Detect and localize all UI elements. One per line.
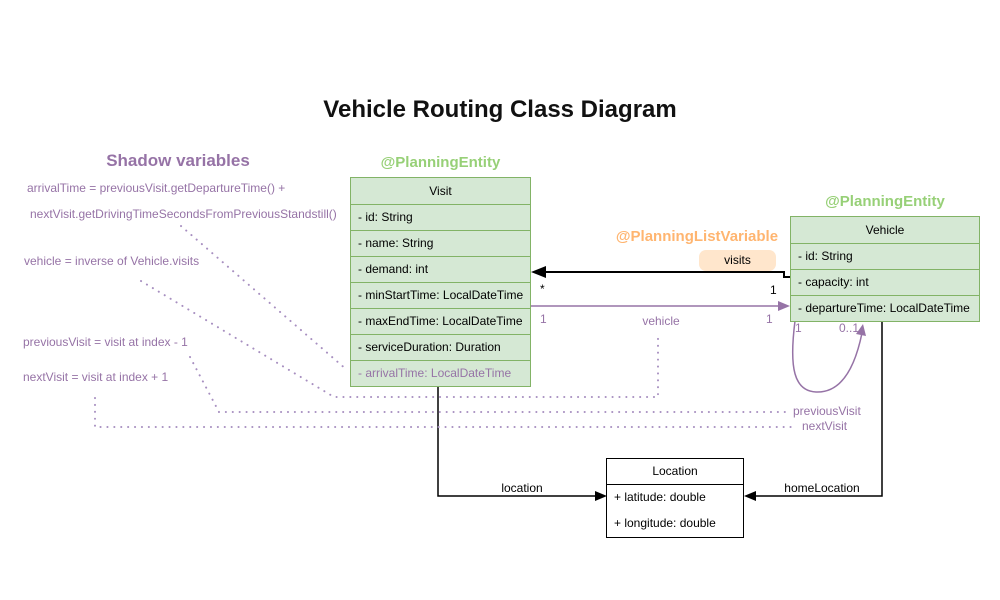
visit-attribute-demand: - demand: int bbox=[351, 256, 530, 282]
vehicle-multiplicity-left: 1 bbox=[540, 312, 547, 326]
vehicle-attribute-departure-time: - departureTime: LocalDateTime bbox=[791, 295, 979, 321]
page-title: Vehicle Routing Class Diagram bbox=[323, 96, 677, 123]
visit-attribute-id: - id: String bbox=[351, 204, 530, 230]
visit-class-box: Visit - id: String - name: String - dema… bbox=[350, 177, 531, 387]
shadow-variables-heading: Shadow variables bbox=[106, 151, 250, 170]
visits-multiplicity-one: 1 bbox=[770, 283, 777, 297]
vehicle-attribute-capacity: - capacity: int bbox=[791, 269, 979, 295]
vehicle-class-name: Vehicle bbox=[865, 223, 905, 237]
visit-attribute-max-end-time: - maxEndTime: LocalDateTime bbox=[351, 308, 530, 334]
dotted-link-next-visit bbox=[94, 397, 797, 428]
visit-attribute-service-duration: - serviceDuration: Duration bbox=[351, 334, 530, 360]
visit-attribute-name: - name: String bbox=[351, 230, 530, 256]
vehicle-multiplicity-right: 1 bbox=[766, 312, 773, 326]
visit-planning-entity-annotation: @PlanningEntity bbox=[380, 154, 501, 171]
visit-attribute-min-start-time: - minStartTime: LocalDateTime bbox=[351, 282, 530, 308]
location-edge-label: location bbox=[501, 481, 543, 495]
vehicle-planning-entity-annotation: @PlanningEntity bbox=[825, 193, 945, 210]
visits-relation-badge: visits bbox=[699, 250, 776, 271]
self-loop-multiplicity-one: 1 bbox=[795, 321, 802, 335]
formula-next-visit: nextVisit = visit at index + 1 bbox=[23, 370, 169, 384]
visits-multiplicity-star: * bbox=[540, 282, 545, 296]
vehicle-association-arrow bbox=[531, 301, 790, 311]
vehicle-edge-label: vehicle bbox=[642, 314, 680, 328]
location-attribute-longitude: + longitude: double bbox=[614, 516, 716, 530]
formula-previous-visit: previousVisit = visit at index - 1 bbox=[23, 335, 188, 349]
location-class-name: Location bbox=[607, 459, 743, 485]
formula-arrival-time-line1: arrivalTime = previousVisit.getDeparture… bbox=[27, 181, 286, 195]
formula-arrival-time-line2: nextVisit.getDrivingTimeSecondsFromPrevi… bbox=[30, 207, 337, 221]
location-class-box: Location + latitude: double + longitude:… bbox=[606, 458, 744, 538]
location-attribute-latitude: + latitude: double bbox=[614, 490, 706, 504]
formula-vehicle: vehicle = inverse of Vehicle.visits bbox=[24, 254, 200, 268]
self-loop-multiplicity-zero-one: 0..1 bbox=[839, 321, 860, 335]
visit-class-name: Visit bbox=[429, 184, 452, 198]
next-visit-label: nextVisit bbox=[802, 419, 848, 433]
previous-visit-label: previousVisit bbox=[793, 404, 861, 418]
planning-list-variable-annotation: @PlanningListVariable bbox=[615, 228, 779, 245]
vehicle-attribute-id: - id: String bbox=[791, 243, 979, 269]
dotted-link-arrival-time bbox=[180, 225, 348, 371]
home-location-edge-label: homeLocation bbox=[784, 481, 860, 495]
vehicle-class-box: Vehicle - id: String - capacity: int - d… bbox=[790, 216, 980, 322]
visit-attribute-arrival-time: - arrivalTime: LocalDateTime bbox=[351, 360, 530, 386]
